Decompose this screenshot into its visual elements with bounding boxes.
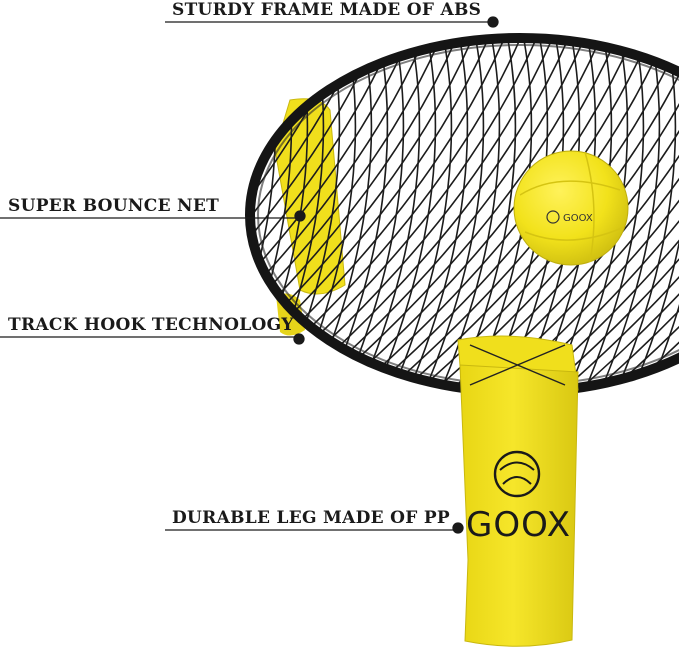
- callout-leg: DURABLE LEG MADE OF PP: [172, 508, 451, 528]
- front-leg: GOOX: [457, 335, 579, 647]
- leg-logo-text: GOOX: [466, 505, 571, 545]
- ball-logo-text: GOOX: [563, 213, 593, 224]
- leg-logo-icon: [493, 450, 541, 498]
- callout-leaders: [0, 16, 499, 534]
- ball: GOOX: [513, 150, 629, 266]
- callout-frame: STURDY FRAME MADE OF ABS: [172, 0, 482, 20]
- ball-logo-icon: [546, 210, 560, 224]
- callout-net: SUPER BOUNCE NET: [8, 196, 220, 216]
- callout-hook: TRACK HOOK TECHNOLOGY: [8, 315, 294, 335]
